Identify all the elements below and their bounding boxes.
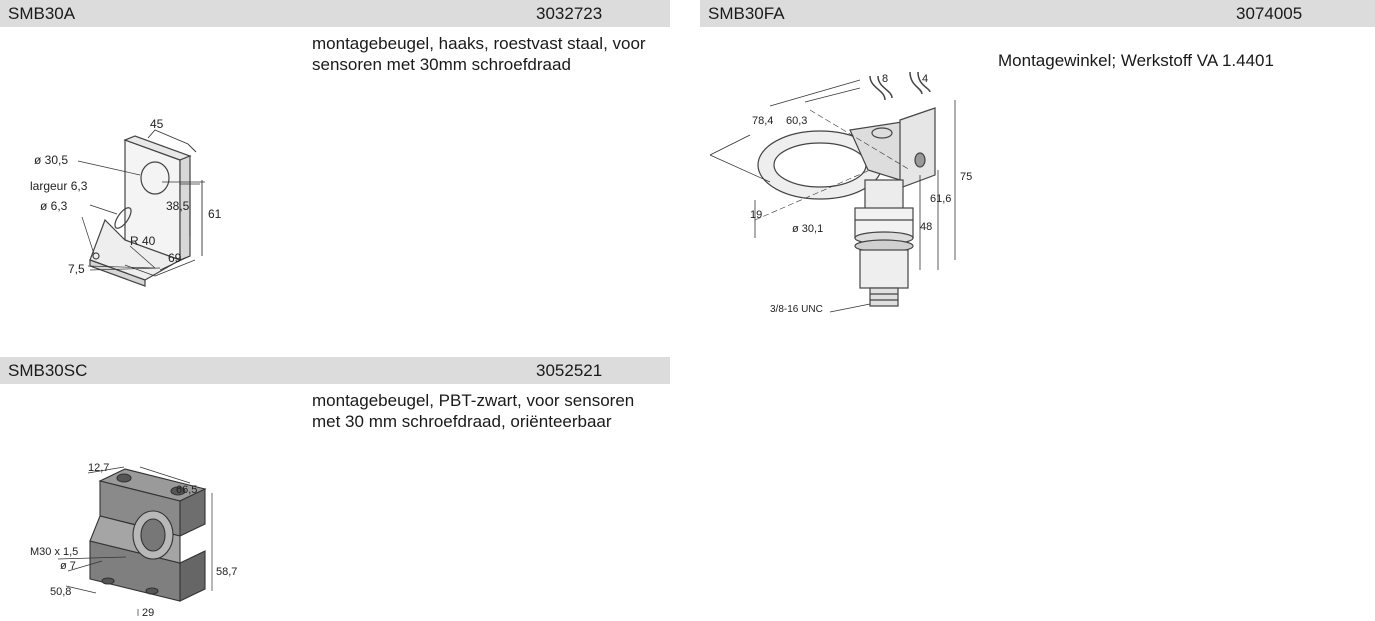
product-card-smb30fa: SMB30FA 3074005 Montagewinkel; Werkstoff… bbox=[700, 0, 1375, 320]
dim-label: 61 bbox=[208, 207, 222, 221]
product-number: 3032723 bbox=[536, 4, 603, 23]
product-name: SMB30FA bbox=[708, 4, 785, 23]
product-header: SMB30FA 3074005 bbox=[700, 0, 1375, 27]
dim-label: 66,5 bbox=[176, 484, 197, 496]
product-number: 3074005 bbox=[1236, 4, 1303, 23]
product-header: SMB30A 3032723 bbox=[0, 0, 670, 27]
dim-label: 38,5 bbox=[166, 199, 190, 213]
dim-label: ø 30,1 bbox=[792, 223, 823, 235]
dim-label: 58,7 bbox=[216, 566, 237, 578]
dim-label: M30 x 1,5 bbox=[30, 546, 78, 558]
product-description: montagebeugel, PBT-zwart, voor sensoren … bbox=[312, 391, 635, 431]
dim-label: 50,8 bbox=[50, 586, 71, 598]
dim-label: ø 7 bbox=[60, 560, 76, 572]
product-name: SMB30A bbox=[8, 4, 76, 23]
dim-label: 3/8-16 UNC bbox=[770, 304, 823, 315]
dim-label: ø 6,3 bbox=[40, 199, 68, 213]
dim-label: 12,7 bbox=[88, 462, 109, 474]
dim-label: largeur 6,3 bbox=[30, 179, 88, 193]
dim-label: 61,6 bbox=[930, 193, 951, 205]
dim-label: 29 bbox=[142, 607, 154, 619]
product-card-smb30sc: SMB30SC 3052521 montagebeugel, PBT-zwart… bbox=[0, 357, 670, 619]
product-description: montagebeugel, haaks, roestvast staal, v… bbox=[312, 34, 646, 74]
dim-label: ø 30,5 bbox=[34, 153, 68, 167]
product-number: 3052521 bbox=[536, 361, 603, 380]
smb30sc-dimension-drawing: 12,7 66,5 M30 x 1,5 ø 7 58,7 50,8 29 bbox=[30, 462, 237, 619]
dim-label: 75 bbox=[960, 171, 972, 183]
dim-label: 60,3 bbox=[786, 115, 807, 127]
dim-label: 8 bbox=[882, 73, 888, 85]
product-description: Montagewinkel; Werkstoff VA 1.4401 bbox=[998, 51, 1274, 70]
smb30fa-dimension-drawing: 8 4 78,4 60,3 75 61,6 48 19 ø 30,1 3/8-1… bbox=[709, 71, 972, 315]
dim-label: R 40 bbox=[130, 234, 156, 248]
smb30a-dimension-drawing: 45 ø 30,5 largeur 6,3 ø 6,3 38,5 61 R 40… bbox=[30, 117, 222, 287]
dim-label: 19 bbox=[750, 209, 762, 221]
product-name: SMB30SC bbox=[8, 361, 88, 380]
dim-label: 45 bbox=[150, 117, 164, 131]
dim-label: 48 bbox=[920, 221, 932, 233]
dim-label: 78,4 bbox=[752, 115, 773, 127]
product-header: SMB30SC 3052521 bbox=[0, 357, 670, 384]
dim-label: 7,5 bbox=[68, 262, 85, 276]
dim-label: 69 bbox=[168, 251, 182, 265]
dim-label: 4 bbox=[922, 73, 928, 85]
product-card-smb30a: SMB30A 3032723 montagebeugel, haaks, roe… bbox=[0, 0, 670, 300]
